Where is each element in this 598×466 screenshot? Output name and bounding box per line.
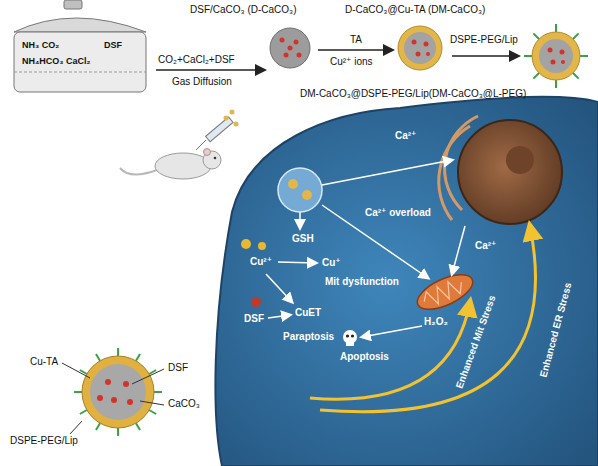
- particle: [270, 28, 310, 68]
- particle: [82, 356, 154, 428]
- dsf-molecule: [251, 297, 261, 307]
- process-label: Ca²⁺ overload: [365, 207, 431, 219]
- particle: [524, 24, 588, 88]
- cu-ion: [258, 242, 266, 250]
- outcome-label: Apoptosis: [340, 351, 389, 363]
- step-label: CO₂+CaCl₂+DSF: [158, 54, 235, 66]
- stress-label: Enhanced ER Stress: [538, 281, 575, 379]
- molecule-label: CuET: [295, 307, 321, 319]
- leader-lines: [62, 363, 164, 434]
- part-label: DSPE-PEG/Lip: [10, 435, 78, 447]
- cu-ion: [241, 239, 251, 249]
- part-label: DSF: [168, 362, 188, 374]
- reagent-label: NH₃ CO₂: [22, 40, 59, 51]
- reagent-label: DSF: [104, 40, 122, 51]
- molecule-label: H₂O₂: [424, 316, 448, 328]
- outcome-label: Paraptosis: [283, 331, 334, 343]
- nucleus-er: [439, 116, 562, 224]
- molecule-label: DSF: [244, 313, 264, 325]
- molecule-label: GSH: [292, 233, 314, 245]
- pathway-arrows: [266, 160, 465, 337]
- ion-label: Cu⁺: [322, 257, 341, 269]
- cell: [215, 97, 598, 466]
- particle: [398, 26, 442, 70]
- skull: [343, 330, 357, 346]
- ion-label: Cu²⁺: [250, 256, 272, 268]
- arrow: [452, 55, 518, 57]
- step-label: Cu²⁺ ions: [330, 56, 373, 68]
- process-label: Mit dysfunction: [325, 276, 399, 288]
- step-label: Gas Diffusion: [172, 76, 232, 88]
- ion-label: Ca²⁺: [475, 240, 496, 252]
- arrow: [156, 69, 264, 71]
- step-label: DSPE-PEG/Lip: [450, 34, 518, 46]
- syringe: [196, 110, 239, 151]
- desiccator: [14, 0, 146, 92]
- product-label: DSF/CaCO₃ (D-CaCO₃): [190, 4, 296, 16]
- stress-arrows: [310, 226, 536, 412]
- step-label: TA: [350, 34, 362, 46]
- product-label: D-CaCO₃@Cu-TA (DM-CaCO₃): [345, 4, 485, 16]
- reagent-label: NH₄HCO₃ CaCl₂: [22, 56, 90, 67]
- mouse: [120, 149, 221, 180]
- particle: [74, 348, 162, 436]
- stress-label: Enhanced Mit Stress: [454, 294, 499, 391]
- arrow: [318, 49, 392, 51]
- part-label: CaCO₃: [168, 398, 200, 410]
- ion-label: Ca²⁺: [395, 130, 416, 142]
- product-label: DM-CaCO₃@DSPE-PEG/Lip(DM-CaCO₃@L-PEG): [300, 88, 526, 100]
- endosome: [278, 168, 322, 212]
- part-label: Cu-TA: [30, 356, 58, 368]
- particle: [532, 32, 580, 80]
